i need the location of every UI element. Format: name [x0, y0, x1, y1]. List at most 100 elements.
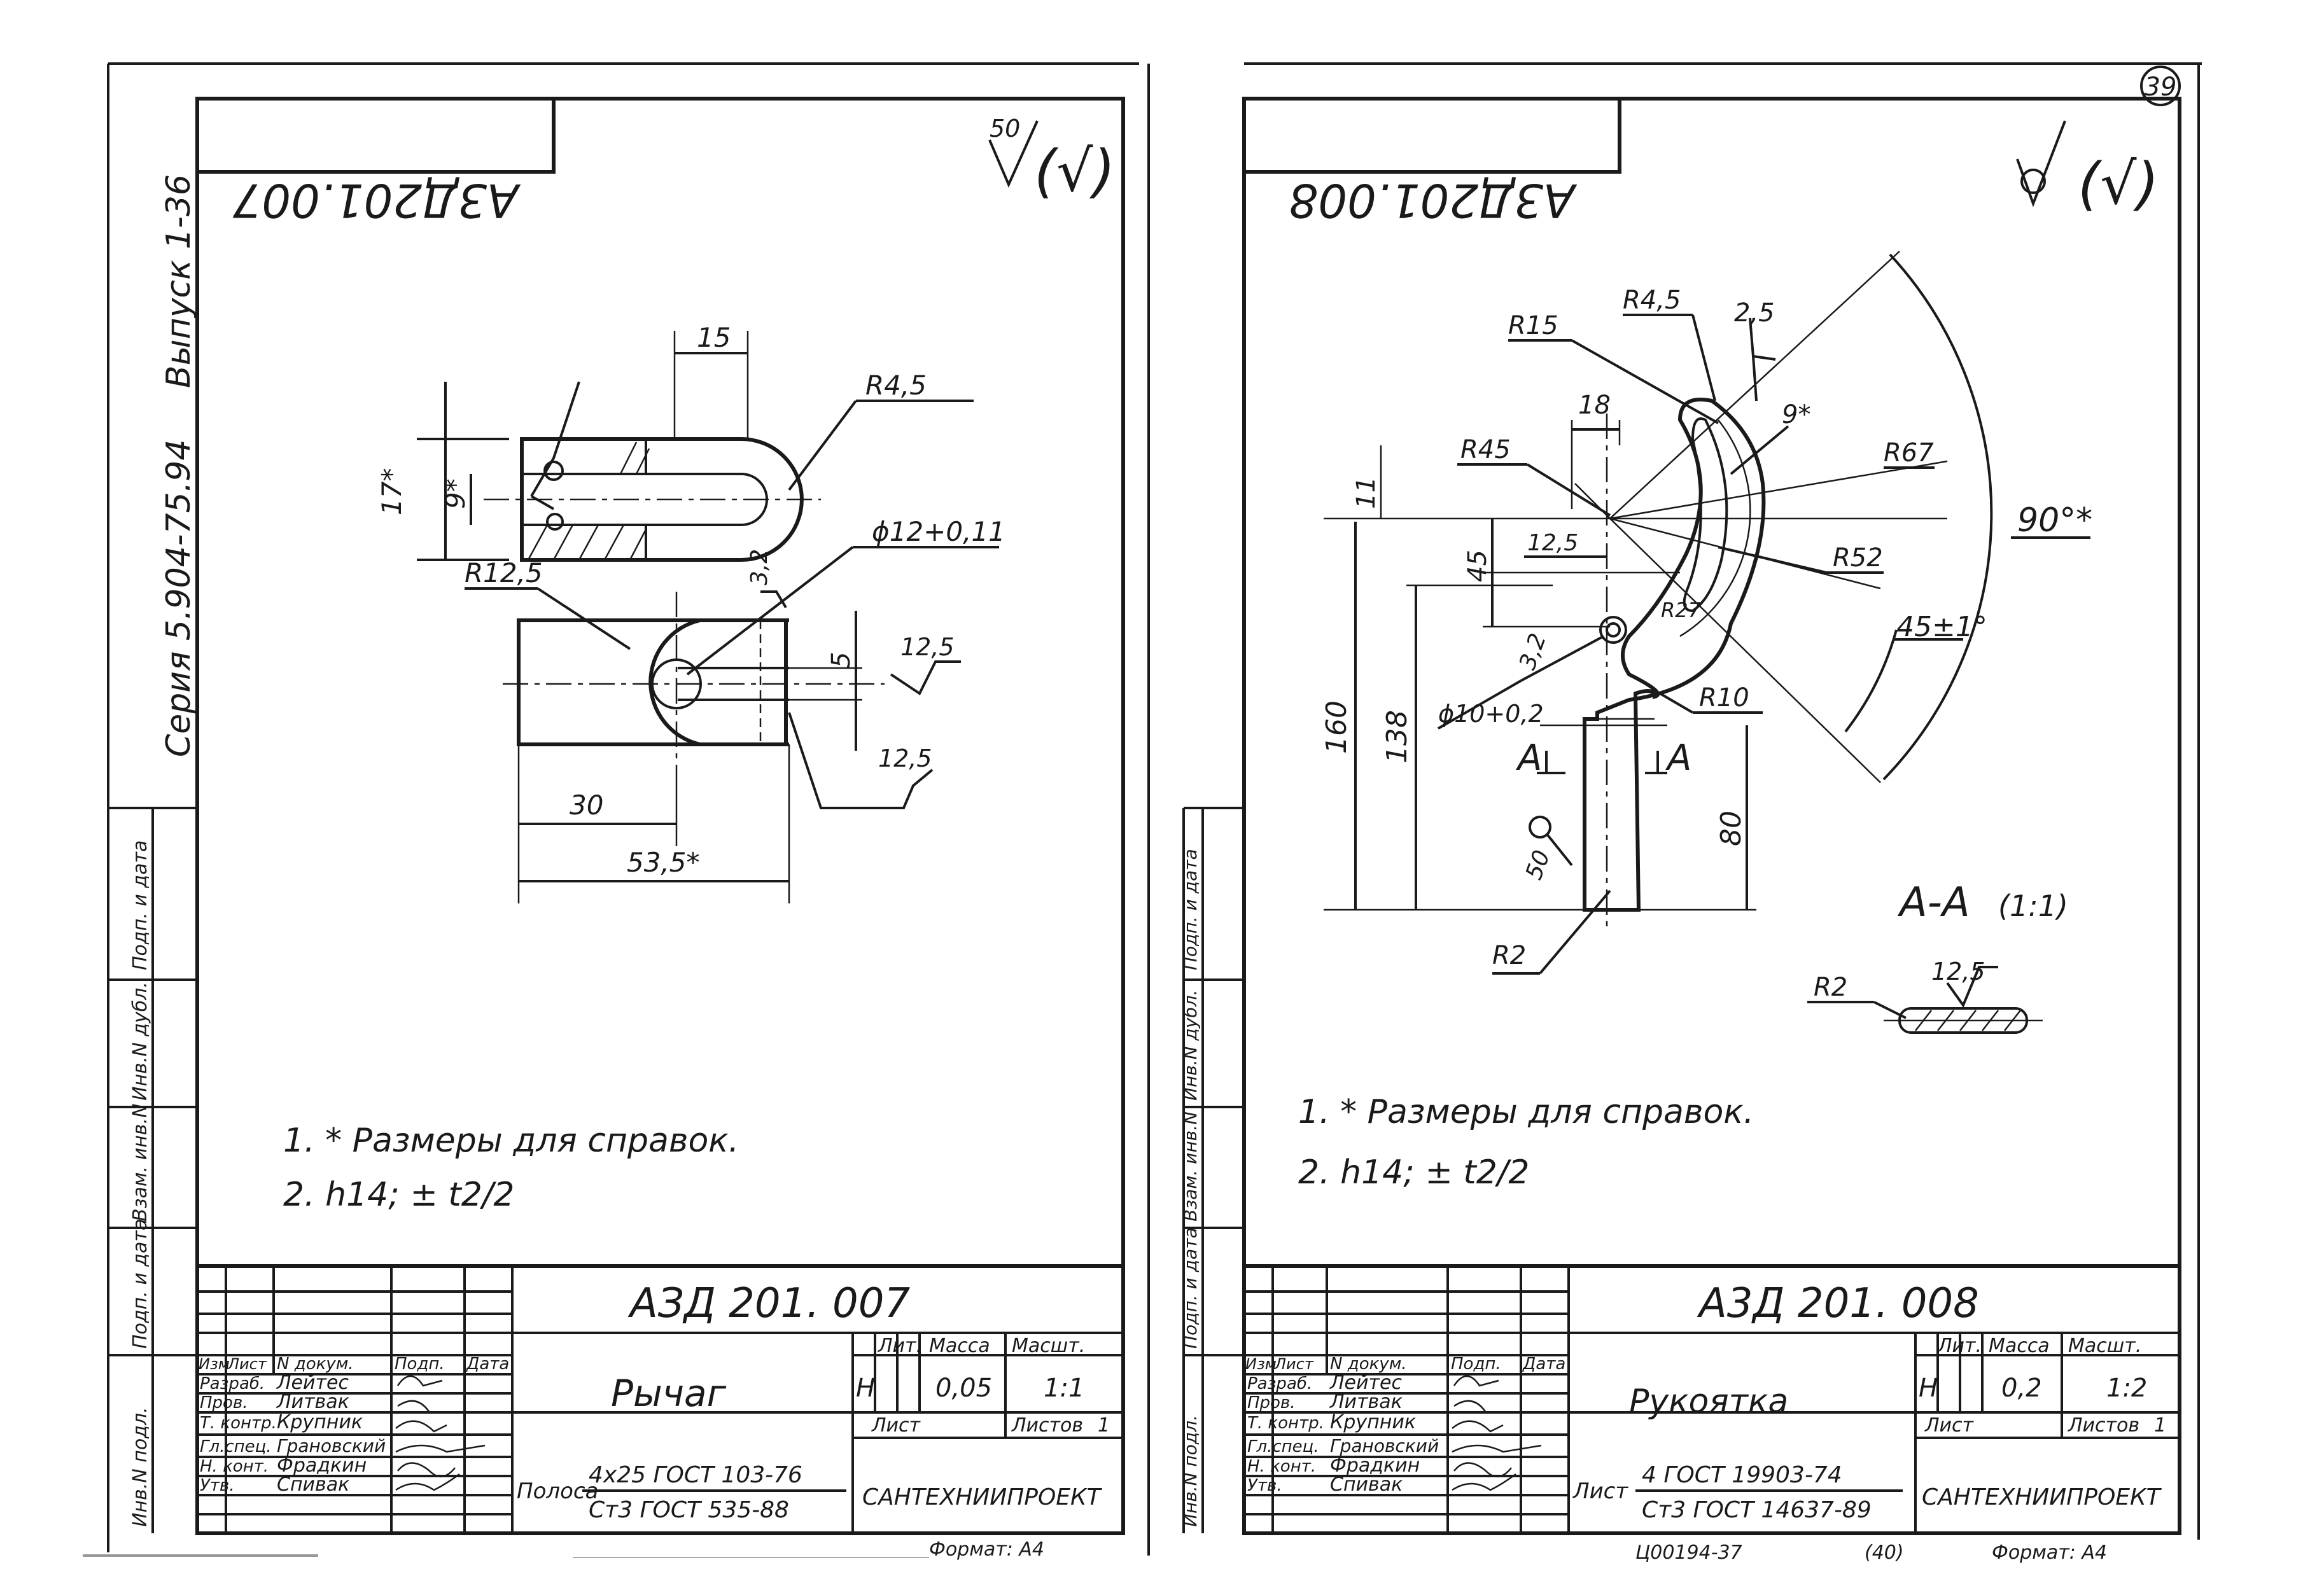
section-r2: R2: [1814, 973, 1847, 1002]
dim-53-5: 53,5*: [627, 847, 700, 878]
dim-2-5: 2,5: [1734, 298, 1775, 328]
dim-angle-45: 45±1°: [1896, 611, 1987, 643]
person-0: Лейтес: [276, 1372, 349, 1394]
right-note-2: 2. h14; ± t2/2: [1298, 1153, 1530, 1192]
person-3: Грановский: [1330, 1435, 1439, 1456]
left-note-2: 2. h14; ± t2/2: [283, 1176, 515, 1214]
scale-value: 1:1: [1044, 1374, 1084, 1403]
hdr-1: Лист: [1274, 1355, 1314, 1373]
person-0: Лейтес: [1329, 1372, 1402, 1394]
right-format: Формат: А4: [1992, 1542, 2107, 1564]
sheets-label: Листов: [2068, 1414, 2139, 1437]
right-roughness-sub: (√): [2078, 151, 2159, 218]
field-2: Инв.N дубл.: [1180, 990, 1201, 1101]
right-roughness-mark: (√): [2016, 120, 2159, 218]
cut-a-right: A: [1665, 737, 1691, 779]
left-format: Формат: А4: [929, 1538, 1044, 1561]
dim-30: 30: [570, 790, 603, 821]
left-front-view: R12,5 ϕ12+0,11 3,2 5 12,5 12,5 30 53,5*: [465, 516, 1005, 903]
lit-value: Н: [1919, 1374, 1938, 1403]
dim-15: 15: [697, 322, 731, 353]
dim-r4-5b: R4,5: [1623, 286, 1681, 315]
mass-value: 0,05: [935, 1374, 992, 1403]
role-2: Т. контр.: [200, 1414, 277, 1433]
dim-r4-5: R4,5: [865, 370, 927, 401]
left-sheet-frame: [107, 62, 1150, 1556]
right-stamp-text: А3Д201.008: [1289, 174, 1577, 227]
role-0: Разраб.: [1247, 1374, 1312, 1393]
dim-5: 5: [827, 652, 856, 668]
field-5: Инв.N подл.: [129, 1407, 151, 1527]
left-stamp-text: А3Д201.007: [232, 174, 521, 227]
field-5: Инв.N подл.: [1180, 1415, 1201, 1527]
page-number-badge: 39: [2140, 66, 2181, 106]
role-5: Утв.: [1247, 1476, 1282, 1495]
lit-label: Лит.: [1937, 1335, 1982, 1357]
person-5: Спивак: [1330, 1473, 1403, 1496]
person-1: Литвак: [1329, 1391, 1403, 1413]
left-roughness-value: 50: [990, 115, 1020, 143]
field-2: Инв.N дубл.: [129, 982, 151, 1101]
sheets-label: Листов: [1011, 1414, 1083, 1437]
mass-label: Масса: [1989, 1335, 2050, 1357]
role-3: Гл.спец.: [200, 1437, 272, 1456]
scale-label: Масшт.: [1012, 1335, 1085, 1357]
material-top: 4x25 ГОСТ 103-76: [589, 1462, 802, 1488]
role-5: Утв.: [200, 1476, 235, 1495]
person-4: Фрадкин: [277, 1454, 367, 1477]
dim-12-5: 12,5: [1527, 530, 1578, 556]
right-notes: 1. * Размеры для справок. 2. h14; ± t2/2: [1298, 1093, 1754, 1192]
person-2: Крупник: [277, 1411, 363, 1433]
left-side-strip: Серия 5.904-75.94 Выпуск 1-36 Подп. и да…: [108, 174, 198, 1533]
dim-9-star: 9*: [1782, 400, 1810, 429]
dim-9: 9*: [440, 478, 471, 509]
person-1: Литвак: [276, 1391, 349, 1413]
section-roughness: 12,5: [1931, 958, 1985, 986]
hdr-3: Подп.: [395, 1355, 445, 1374]
dim-45: 45: [1463, 550, 1492, 582]
hdr-4: Дата: [466, 1355, 509, 1374]
footer-code: Ц00194-37: [1635, 1542, 1742, 1564]
field-4: Подп. и дата: [129, 1219, 151, 1349]
dim-17: 17*: [376, 468, 407, 515]
hdr-1: Лист: [227, 1355, 267, 1373]
dim-138: 138: [1381, 710, 1413, 763]
left-title-block: АЗД 201. 007 Рычаг Изм Лист N докум. Под…: [197, 1264, 1123, 1561]
material-prefix: Лист: [1572, 1479, 1628, 1504]
right-sheet-frame: [1242, 62, 2202, 1540]
scale-value: 1:2: [2106, 1374, 2147, 1403]
lit-value: Н: [856, 1374, 875, 1403]
material-bottom: Ст3 ГОСТ 535-88: [589, 1497, 789, 1523]
dim-r52: R52: [1833, 543, 1883, 573]
dim-11: 11: [1352, 477, 1381, 509]
dim-18: 18: [1578, 391, 1611, 420]
dim-phi12: ϕ12+0,11: [872, 516, 1005, 547]
dim-80: 80: [1715, 811, 1747, 846]
left-notes: 1. * Размеры для справок. 2. h14; ± t2/2: [283, 1122, 739, 1214]
role-4: Н. конт.: [200, 1457, 269, 1476]
hdr-0: Изм: [199, 1355, 230, 1373]
field-3: Взам. инв.N: [1180, 1111, 1201, 1222]
dim-phi10: ϕ10+0,2: [1438, 700, 1544, 728]
right-section-aa: А-А (1:1) R2 12,5: [1807, 879, 2068, 1034]
section-scale: (1:1): [1998, 889, 2068, 923]
right-title-block: А3Д 201. 008 Рукоятка Изм Лист N докум. …: [1244, 1264, 2180, 1564]
hdr-2: N докум.: [1330, 1355, 1407, 1374]
dim-r12-5: R12,5: [465, 557, 543, 589]
mass-value: 0,2: [2001, 1374, 2042, 1403]
hdr-3: Подп.: [1451, 1355, 1501, 1374]
dim-r45: R45: [1460, 435, 1511, 464]
dim-50: 50: [1521, 847, 1555, 883]
role-1: Пров.: [1247, 1393, 1296, 1412]
left-roughness-mark: 50 (√): [988, 115, 1116, 205]
dim-160: 160: [1320, 700, 1353, 754]
left-part-name: Рычаг: [611, 1372, 727, 1415]
material-top: 4 ГОСТ 19903-74: [1642, 1462, 1842, 1488]
right-side-strip: Подп. и дата Инв.N дубл. Взам. инв.N Под…: [1180, 807, 1244, 1533]
dim-r27: R27: [1661, 598, 1702, 622]
section-label: А-А: [1897, 879, 1970, 926]
hdr-2: N докум.: [277, 1355, 354, 1374]
roughness-12-5-a: 12,5: [900, 633, 955, 661]
scan-artifacts: [83, 1554, 929, 1558]
